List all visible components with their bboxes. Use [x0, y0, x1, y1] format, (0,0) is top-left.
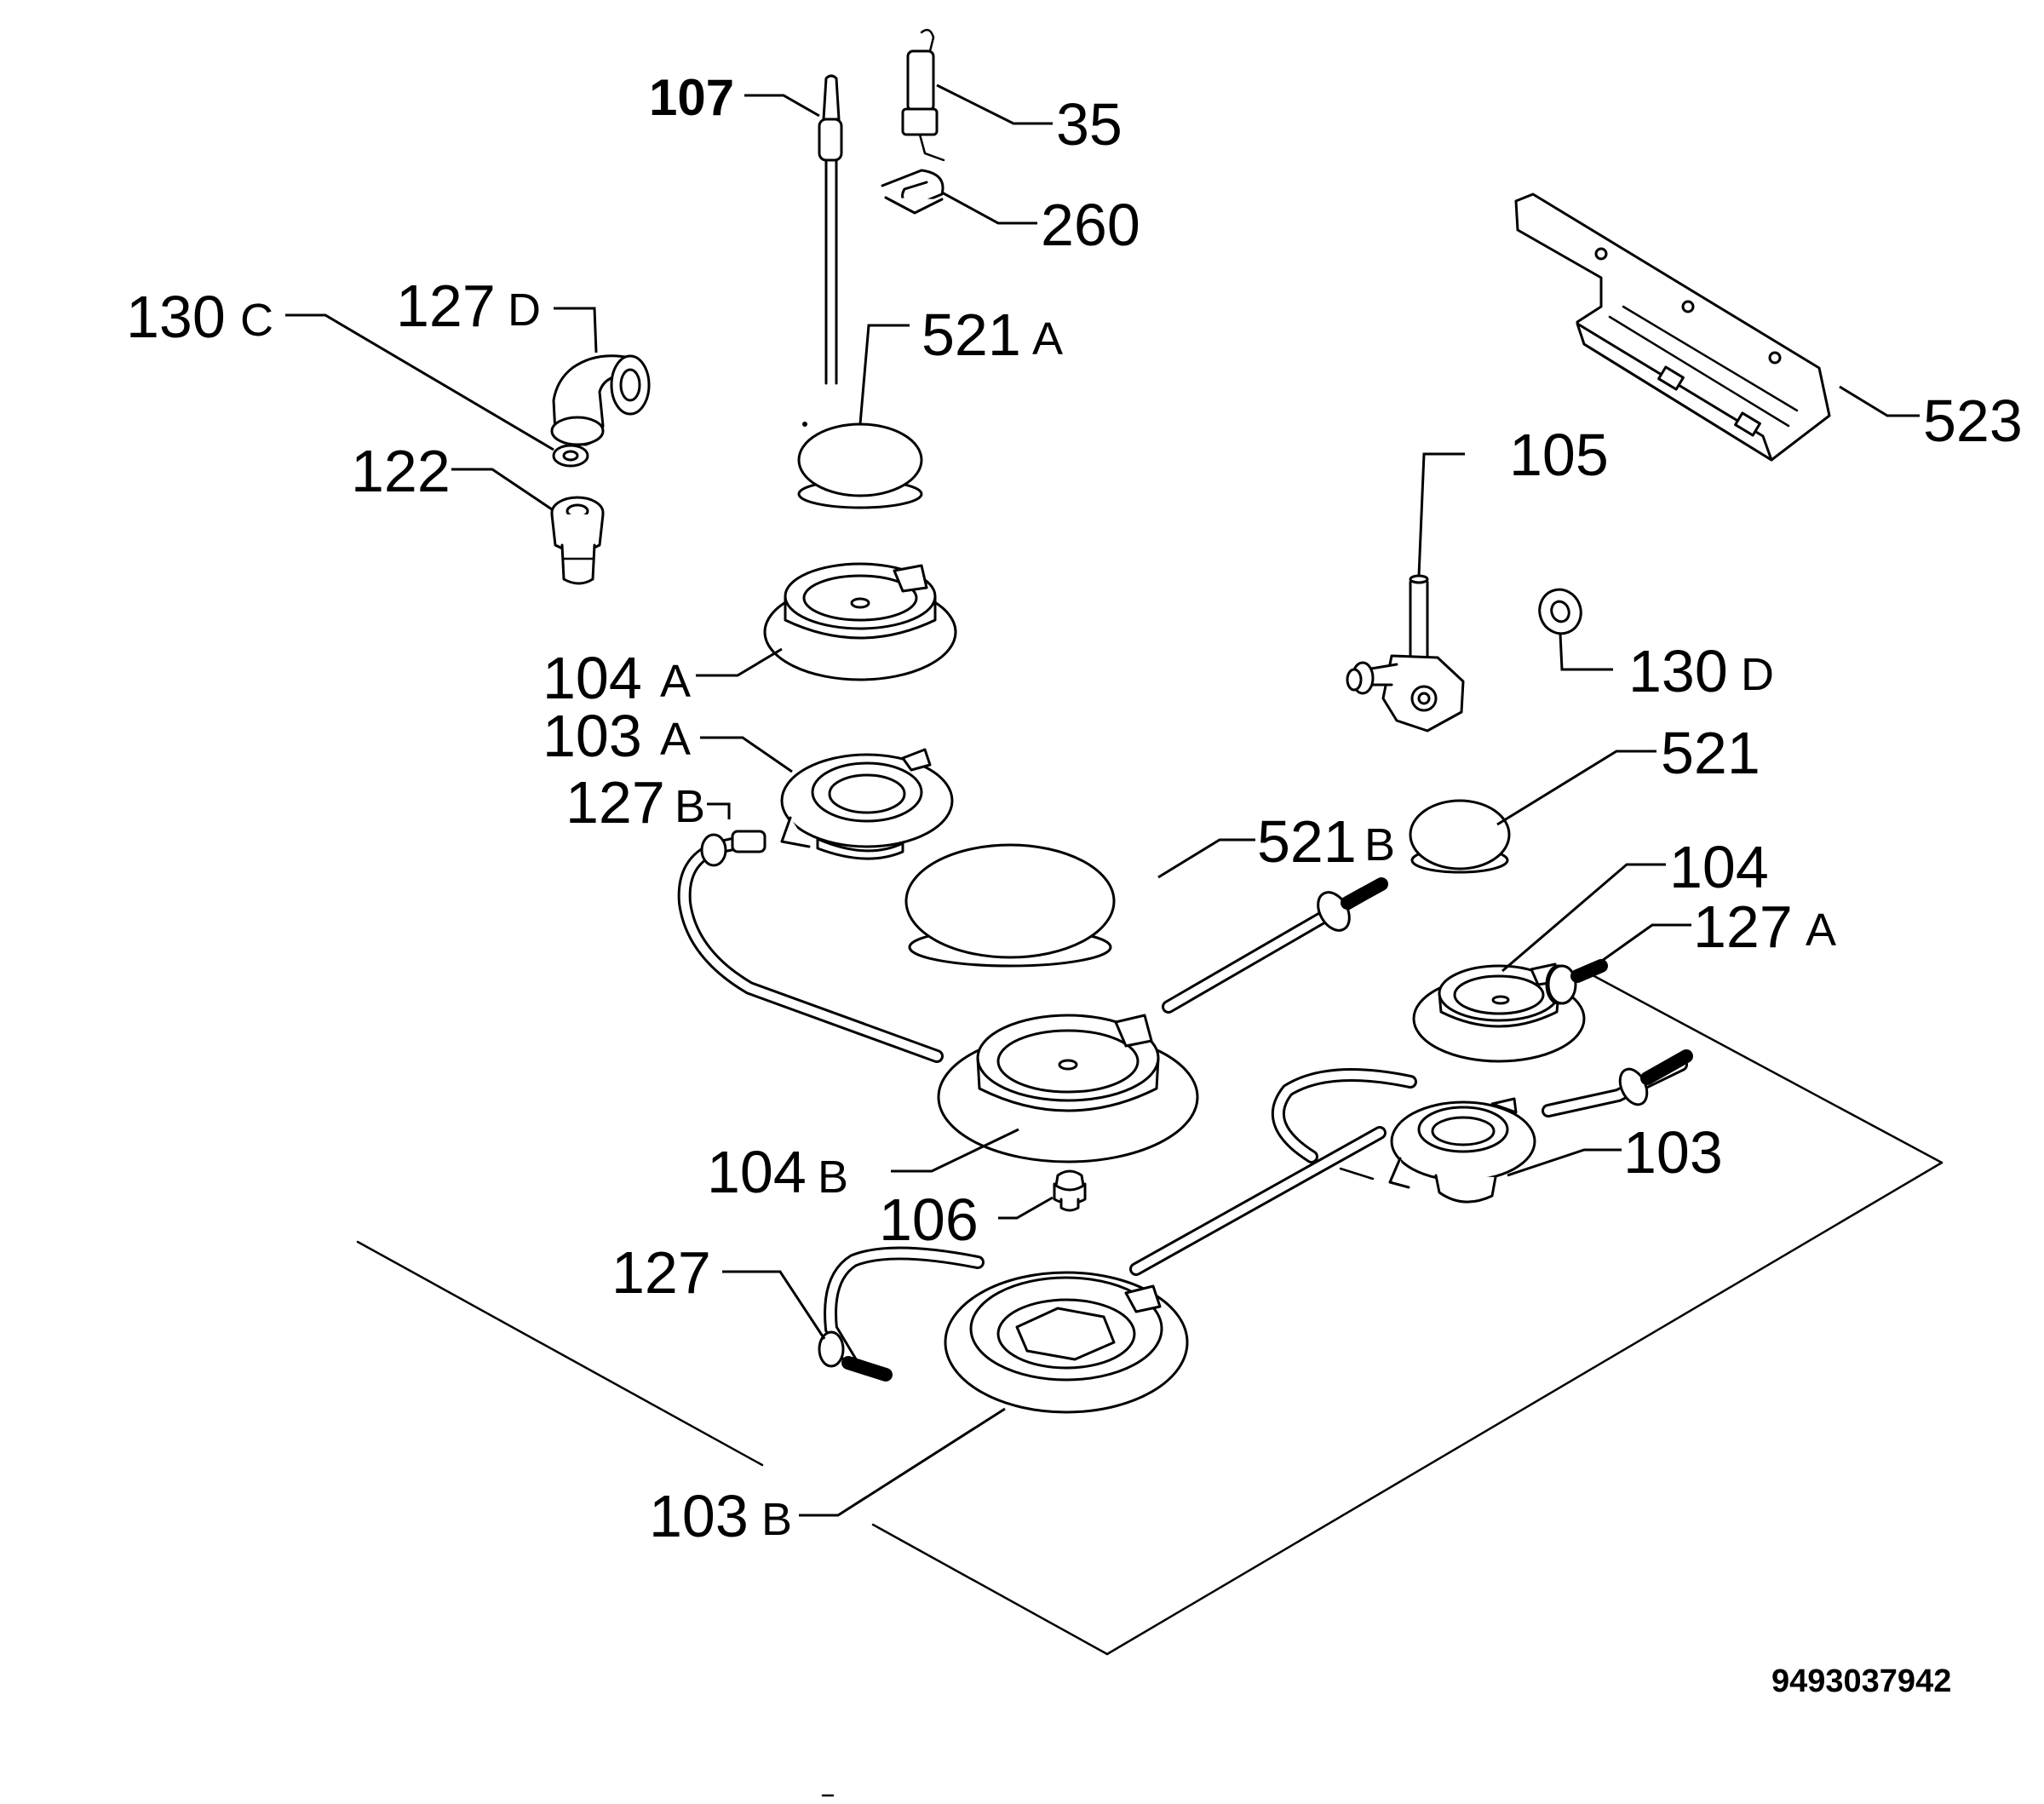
part-103b-burner-body	[944, 1271, 1189, 1414]
label-103a-number: 103	[543, 703, 642, 769]
label-260: 260	[1041, 192, 1140, 258]
pipe-lower-right	[1129, 1049, 1693, 1276]
part-35-electrode	[901, 28, 945, 162]
part-122-injector	[550, 496, 605, 585]
part-127b-pipe	[677, 830, 944, 1063]
part-104a-burner-crown	[763, 562, 957, 681]
part-127a-connector	[1545, 959, 1608, 1005]
document-id: 9493037942	[1771, 1663, 1951, 1699]
hob-outline	[356, 974, 1944, 1656]
part-127-pipe	[818, 1246, 985, 1382]
label-103: 103	[1623, 1119, 1723, 1186]
part-107-thermocouple	[818, 74, 843, 385]
pipe-upper-right	[1162, 877, 1388, 1014]
part-labels: 107 35 260 130 C 127 D 521 A 523 122 105…	[126, 69, 2023, 1699]
part-521a-cap	[797, 422, 923, 509]
part-523-bracket	[1514, 192, 1831, 462]
part-521b-cap	[904, 843, 1116, 968]
part-104b-burner-crown	[937, 1014, 1199, 1163]
label-35: 35	[1056, 91, 1122, 158]
label-521b-number: 521	[1257, 808, 1357, 875]
part-105-gas-valve	[1346, 574, 1465, 733]
label-127a-number: 127	[1693, 893, 1793, 960]
part-260-clip	[881, 169, 944, 215]
label-107: 107	[649, 69, 734, 126]
label-104: 104	[1669, 834, 1769, 900]
label-104b-suffix: B	[818, 1152, 848, 1203]
part-130c-washer	[552, 444, 589, 468]
label-127b-number: 127	[566, 769, 665, 836]
part-106-injector	[1053, 1169, 1087, 1212]
label-106: 106	[879, 1186, 979, 1253]
part-130d-washer	[1538, 588, 1582, 635]
label-127a-suffix: A	[1806, 905, 1836, 956]
leader-lines	[285, 83, 1920, 1517]
label-122: 122	[351, 438, 451, 504]
label-127b-suffix: B	[675, 781, 705, 832]
part-104-burner-crown	[1412, 962, 1586, 1063]
label-104b-number: 104	[707, 1139, 807, 1205]
label-521: 521	[1661, 720, 1760, 786]
label-105: 105	[1509, 422, 1609, 488]
label-104a-number: 104	[543, 645, 642, 711]
part-521-cap	[1409, 799, 1511, 874]
label-521a-suffix: A	[1032, 313, 1063, 365]
part-127d-elbow	[550, 354, 651, 446]
label-130d-number: 130	[1628, 638, 1728, 704]
label-521b-suffix: B	[1364, 819, 1395, 870]
label-127d-suffix: D	[508, 284, 541, 336]
label-521a-number: 521	[922, 302, 1021, 368]
part-103a-burner-body	[780, 748, 954, 860]
label-104a-suffix: A	[660, 656, 691, 707]
label-103a-suffix: A	[660, 714, 691, 765]
label-103b-suffix: B	[761, 1494, 792, 1545]
label-103b-number: 103	[649, 1483, 749, 1549]
part-103-burner-body	[1339, 1097, 1536, 1204]
label-130d-suffix: D	[1741, 649, 1774, 700]
label-130c-suffix: C	[240, 295, 273, 346]
label-127: 127	[611, 1239, 711, 1306]
label-127d-number: 127	[396, 273, 496, 339]
label-523: 523	[1923, 388, 2023, 454]
label-130c-number: 130	[126, 284, 226, 350]
